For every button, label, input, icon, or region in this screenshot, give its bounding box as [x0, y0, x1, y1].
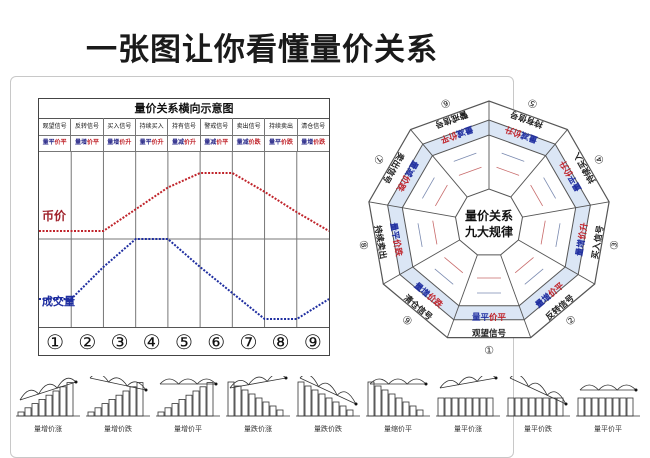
svg-text:量平价跌: 量平价跌: [388, 222, 405, 258]
signal-header: 清仓信号: [301, 123, 326, 130]
svg-text:②: ②: [563, 312, 579, 328]
signal-header: 买入信号: [104, 118, 136, 135]
stage-number: ⑧: [271, 330, 290, 354]
pattern-thumbnail: 量缩价平: [364, 376, 432, 435]
pattern-label: 量跌价跌: [314, 425, 342, 433]
pattern-label: 量平价跌: [524, 425, 552, 433]
pattern-cell: 量平价跌: [265, 135, 298, 151]
pattern-label: 量增价跌: [104, 425, 132, 433]
horizontal-volume-price-chart: 量价关系横向示意图 观望信号反转信号买入信号持续买入持有信号警戒信号卖出信号持续…: [38, 98, 330, 356]
pattern-cell: 量减价平: [201, 135, 233, 151]
svg-text:⑧: ⑧: [356, 239, 371, 251]
svg-text:量价关系: 量价关系: [465, 208, 513, 223]
pattern-cell: 量减价升: [168, 135, 201, 151]
pattern-thumbnail: 量增价平: [154, 376, 222, 435]
pattern-thumbnails: 量增价涨 量增价跌 量增价平 量跌价涨 量跌价跌 量缩价平 量平价涨 量平价跌 量平价平: [14, 373, 644, 435]
signal-header: 反转信号: [71, 118, 104, 135]
pattern-cell: 量增价升: [104, 135, 136, 151]
stage-number: ⑨: [303, 330, 322, 354]
signal-header: 警戒信号: [201, 118, 233, 135]
signal-header: 持续卖出: [265, 118, 298, 135]
chart-title: 量价关系横向示意图: [39, 99, 329, 119]
pattern-row: 量平价平量增价平量增价升量平价升量减价升量减价平量减价跌量平价跌量增价跌: [39, 135, 329, 152]
svg-text:量增价升: 量增价升: [574, 221, 591, 257]
pattern-label: 量平价平: [594, 425, 622, 433]
pattern-label: 量增价涨: [34, 425, 62, 433]
stage-number: ⑤: [175, 330, 193, 354]
signal-header-row: 观望信号反转信号买入信号持续买入持有信号警戒信号卖出信号持续卖出清仓信号: [39, 118, 329, 136]
pattern-thumbnail: 量平价跌: [504, 374, 572, 435]
pattern-thumbnail: 量平价平: [574, 376, 642, 435]
svg-text:⑦: ⑦: [370, 152, 386, 167]
page-title: 一张图让你看懂量价关系: [86, 32, 438, 68]
svg-text:③: ③: [607, 239, 622, 251]
pattern-cell: 量平价平: [39, 135, 72, 151]
stage-number: ⑦: [239, 330, 258, 354]
pattern-cell: 量增价平: [71, 135, 104, 151]
svg-text:观望信号: 观望信号: [472, 328, 507, 339]
signal-header: 观望信号: [39, 118, 72, 135]
pattern-thumbnail: 量平价涨: [434, 373, 502, 435]
pattern-thumbnail: 量增价跌: [84, 373, 152, 435]
pattern-cell: 量平价升: [136, 135, 169, 151]
signal-header: 持续买入: [136, 118, 169, 135]
stage-number: ①: [46, 330, 65, 354]
svg-text:⑤: ⑤: [526, 98, 540, 111]
stage-number: ⑥: [207, 330, 226, 354]
pattern-thumbnail: 量增价涨: [14, 376, 82, 435]
svg-text:④: ④: [591, 152, 607, 167]
signal-header: 卖出信号: [233, 118, 266, 135]
stage-number: ②: [78, 330, 97, 354]
stage-number: ③: [110, 330, 129, 354]
pattern-label: 量跌价涨: [244, 425, 272, 433]
price-label: 币价: [42, 209, 67, 223]
svg-text:量平价平: 量平价平: [472, 312, 507, 323]
line-plot: [39, 151, 330, 327]
pattern-thumbnail: 量跌价跌: [294, 374, 362, 435]
signal-header: 持有信号: [168, 118, 201, 135]
plot-area: 币价 成交量: [39, 151, 330, 327]
stage-number: ④: [142, 330, 161, 354]
pattern-label: 量缩价平: [384, 425, 412, 433]
svg-text:⑥: ⑥: [438, 98, 452, 111]
volume-label: 成交量: [42, 295, 75, 308]
svg-text:⑨: ⑨: [399, 313, 415, 329]
svg-text:九大规律: 九大规律: [464, 224, 513, 239]
pattern-label: 量平价涨: [454, 425, 482, 433]
svg-text:①: ①: [484, 344, 494, 357]
pattern-cell: 量增价跌: [301, 139, 326, 146]
pattern-cell: 量减价跌: [233, 135, 266, 151]
pattern-label: 量增价平: [174, 425, 202, 433]
octagon-diagram: 量价关系九大规律观望信号量平价平①反转信号量增价平②买入信号量增价升③持续买入量…: [356, 95, 622, 357]
pattern-thumbnail: 量跌价涨: [224, 373, 292, 435]
